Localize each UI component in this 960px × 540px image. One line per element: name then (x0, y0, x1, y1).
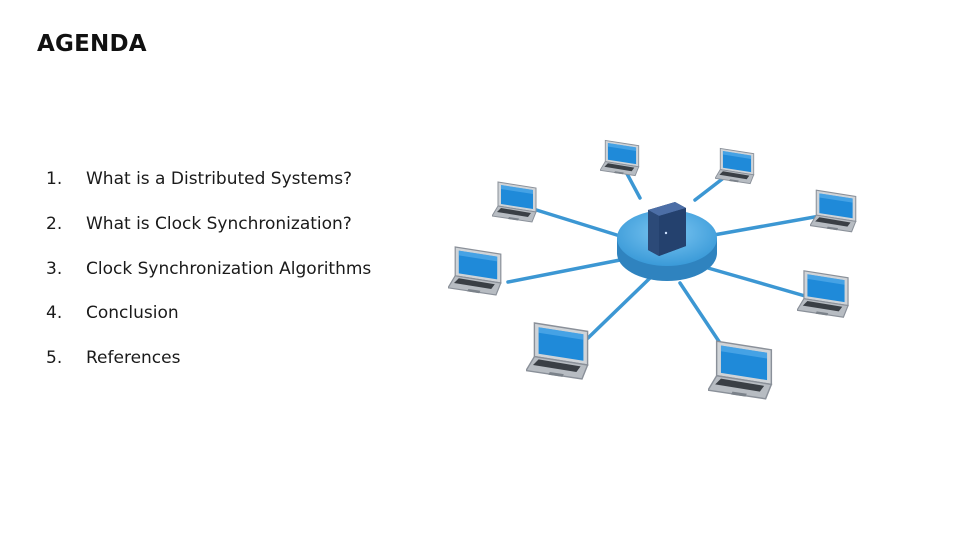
laptop-icon (810, 189, 857, 233)
agenda-item-number: 1. (46, 169, 63, 189)
laptop-icon (715, 147, 755, 185)
laptop-icon (448, 246, 502, 296)
agenda-item: 5. References (46, 348, 371, 393)
agenda-item-text: Clock Synchronization Algorithms (86, 258, 372, 279)
slide-title: AGENDA (37, 31, 147, 57)
network-links (506, 168, 822, 360)
agenda-item-text: References (86, 348, 181, 369)
laptop-icon (797, 270, 849, 318)
agenda-item-number: 5. (46, 348, 63, 369)
network-topology-icon (448, 139, 857, 400)
agenda-item: 3. Clock Synchronization Algorithms (46, 259, 371, 304)
agenda-list: 1. What is a Distributed Systems? 2. Wha… (46, 169, 371, 393)
agenda-item-number: 3. (46, 258, 63, 279)
laptop-icon (526, 322, 589, 380)
agenda-item-text: What is Clock Synchronization? (86, 213, 352, 234)
agenda-item-text: What is a Distributed Systems? (86, 169, 353, 189)
agenda-item: 1. What is a Distributed Systems? (46, 169, 371, 214)
agenda-item-number: 2. (46, 213, 63, 234)
agenda-item-text: Conclusion (86, 303, 179, 324)
laptop-icon (708, 340, 773, 400)
server-icon (648, 202, 686, 256)
agenda-item: 4. Conclusion (46, 303, 371, 348)
laptop-icon (600, 139, 640, 177)
laptop-icon (492, 181, 537, 223)
agenda-item-number: 4. (46, 303, 63, 324)
agenda-item: 2. What is Clock Synchronization? (46, 214, 371, 259)
